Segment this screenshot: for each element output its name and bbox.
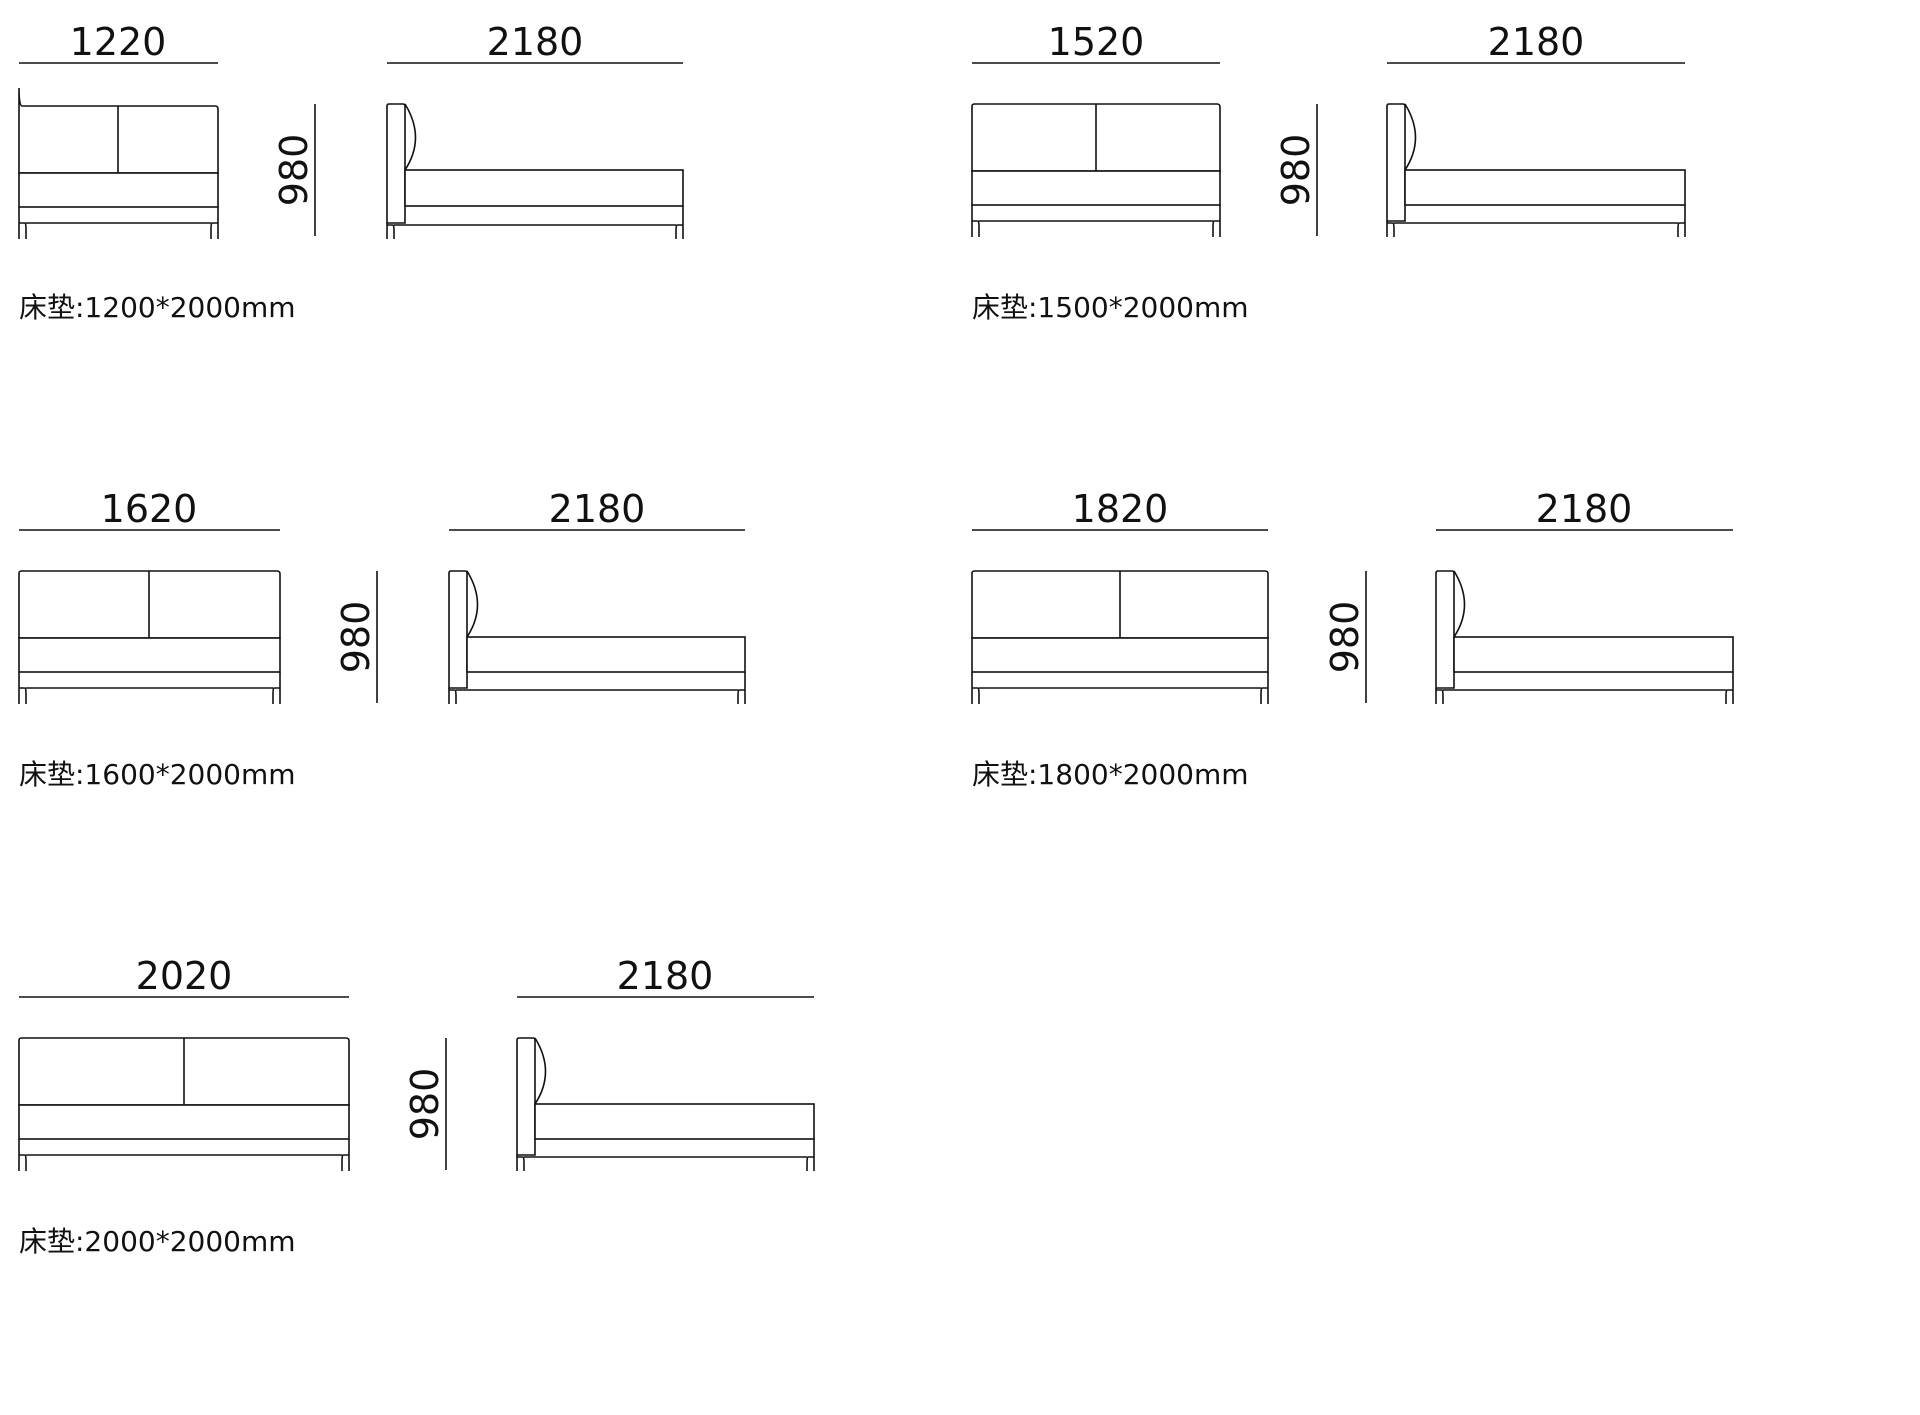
mattress-size-label: 床垫:1600*2000mm bbox=[19, 758, 296, 791]
bed-variant-2000: 2020 980 2180 床垫:2000*2000mm bbox=[18, 952, 1019, 1272]
side-length-label: 2180 bbox=[487, 20, 584, 64]
side-view bbox=[1386, 103, 1686, 237]
bed-variant-1600: 1620 980 2180 床垫:1600*2000mm bbox=[18, 485, 1019, 805]
front-view bbox=[971, 103, 1221, 237]
height-label: 980 bbox=[334, 601, 378, 674]
front-width-label: 1520 bbox=[1048, 20, 1145, 64]
front-width-label: 2020 bbox=[136, 954, 233, 998]
bed-variant-drawing: 2020 980 2180 bbox=[18, 954, 815, 1171]
height-label: 980 bbox=[1323, 601, 1367, 674]
bed-variant-1500: 1520 980 2180 床垫:1500*2000mm bbox=[971, 18, 1920, 338]
side-length-label: 2180 bbox=[1488, 20, 1585, 64]
mattress-size-label: 床垫:1200*2000mm bbox=[19, 291, 296, 324]
side-view bbox=[386, 103, 684, 239]
bed-variant-drawing: 1620 980 2180 bbox=[18, 487, 746, 704]
height-label: 980 bbox=[1274, 134, 1318, 207]
height-label: 980 bbox=[272, 134, 316, 207]
mattress-size-label: 床垫:1800*2000mm bbox=[972, 758, 1249, 791]
side-view bbox=[448, 570, 746, 704]
bed-variant-drawing: 1520 980 2180 bbox=[971, 20, 1686, 237]
front-width-label: 1820 bbox=[1072, 487, 1169, 531]
height-label: 980 bbox=[403, 1068, 447, 1141]
bed-variant-drawing: 1220 980 2180 bbox=[18, 20, 684, 239]
front-view bbox=[18, 1037, 350, 1171]
side-view bbox=[1435, 570, 1734, 704]
side-length-label: 2180 bbox=[1536, 487, 1633, 531]
side-view bbox=[516, 1037, 815, 1171]
side-length-label: 2180 bbox=[549, 487, 646, 531]
bed-variant-1200: 1220 980 2180 床垫:1200*2000mm bbox=[18, 18, 1019, 338]
mattress-size-label: 床垫:1500*2000mm bbox=[972, 291, 1249, 324]
front-view bbox=[18, 87, 219, 239]
bed-variant-drawing: 1820 980 2180 bbox=[971, 487, 1734, 704]
front-width-label: 1220 bbox=[70, 20, 167, 64]
bed-variant-1800: 1820 980 2180 床垫:1800*2000mm bbox=[971, 485, 1920, 805]
front-width-label: 1620 bbox=[101, 487, 198, 531]
mattress-size-label: 床垫:2000*2000mm bbox=[19, 1225, 296, 1258]
front-view bbox=[18, 570, 281, 704]
side-length-label: 2180 bbox=[617, 954, 714, 998]
front-view bbox=[971, 570, 1269, 704]
